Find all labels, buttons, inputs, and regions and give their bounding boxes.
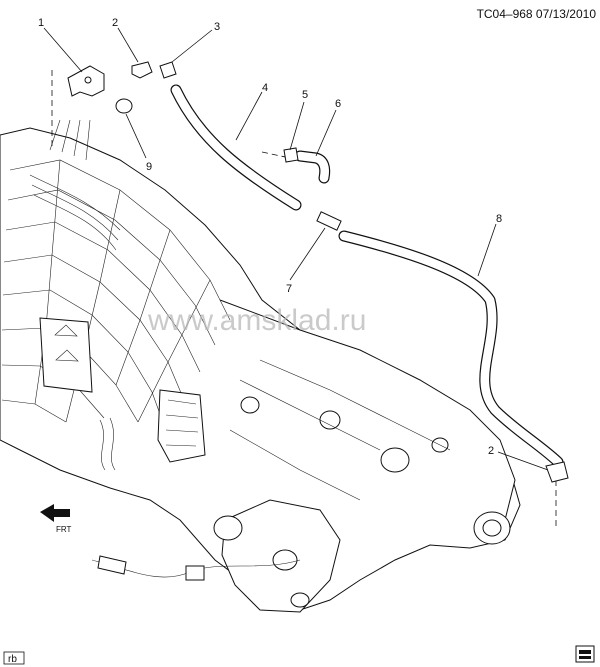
vent-hose-upper	[170, 84, 302, 211]
vent-hose-long	[338, 230, 564, 468]
callout-2-lower: 2	[488, 445, 494, 457]
front-arrow-icon: FRT	[40, 504, 72, 534]
hose-clip-5	[283, 147, 299, 163]
callout-3: 3	[214, 21, 220, 33]
callout-1: 1	[38, 17, 44, 29]
callout-7: 7	[286, 283, 292, 295]
watermark: www.amsklad.ru	[147, 304, 366, 337]
hose-clip-lower	[545, 461, 569, 483]
printer-icon	[575, 645, 595, 663]
hose-clip-upper	[131, 61, 153, 79]
callout-4: 4	[262, 82, 268, 94]
callout-8: 8	[496, 213, 502, 225]
callout-9: 9	[146, 161, 152, 173]
diagram-reference: TC04–968 07/13/2010	[477, 7, 597, 21]
callout-6: 6	[335, 98, 341, 110]
warning-label-plate	[39, 317, 93, 393]
footer-code: rb	[8, 654, 17, 665]
grommet	[115, 98, 133, 114]
transmission-assembly	[0, 119, 521, 613]
vent-fitting	[159, 61, 177, 79]
vent-hose-elbow	[294, 150, 331, 184]
hose-connector	[316, 211, 342, 231]
footer-code-box	[3, 651, 25, 665]
callout-5: 5	[302, 89, 308, 101]
front-arrow-label: FRT	[56, 525, 72, 534]
callout-2-upper: 2	[112, 17, 118, 29]
